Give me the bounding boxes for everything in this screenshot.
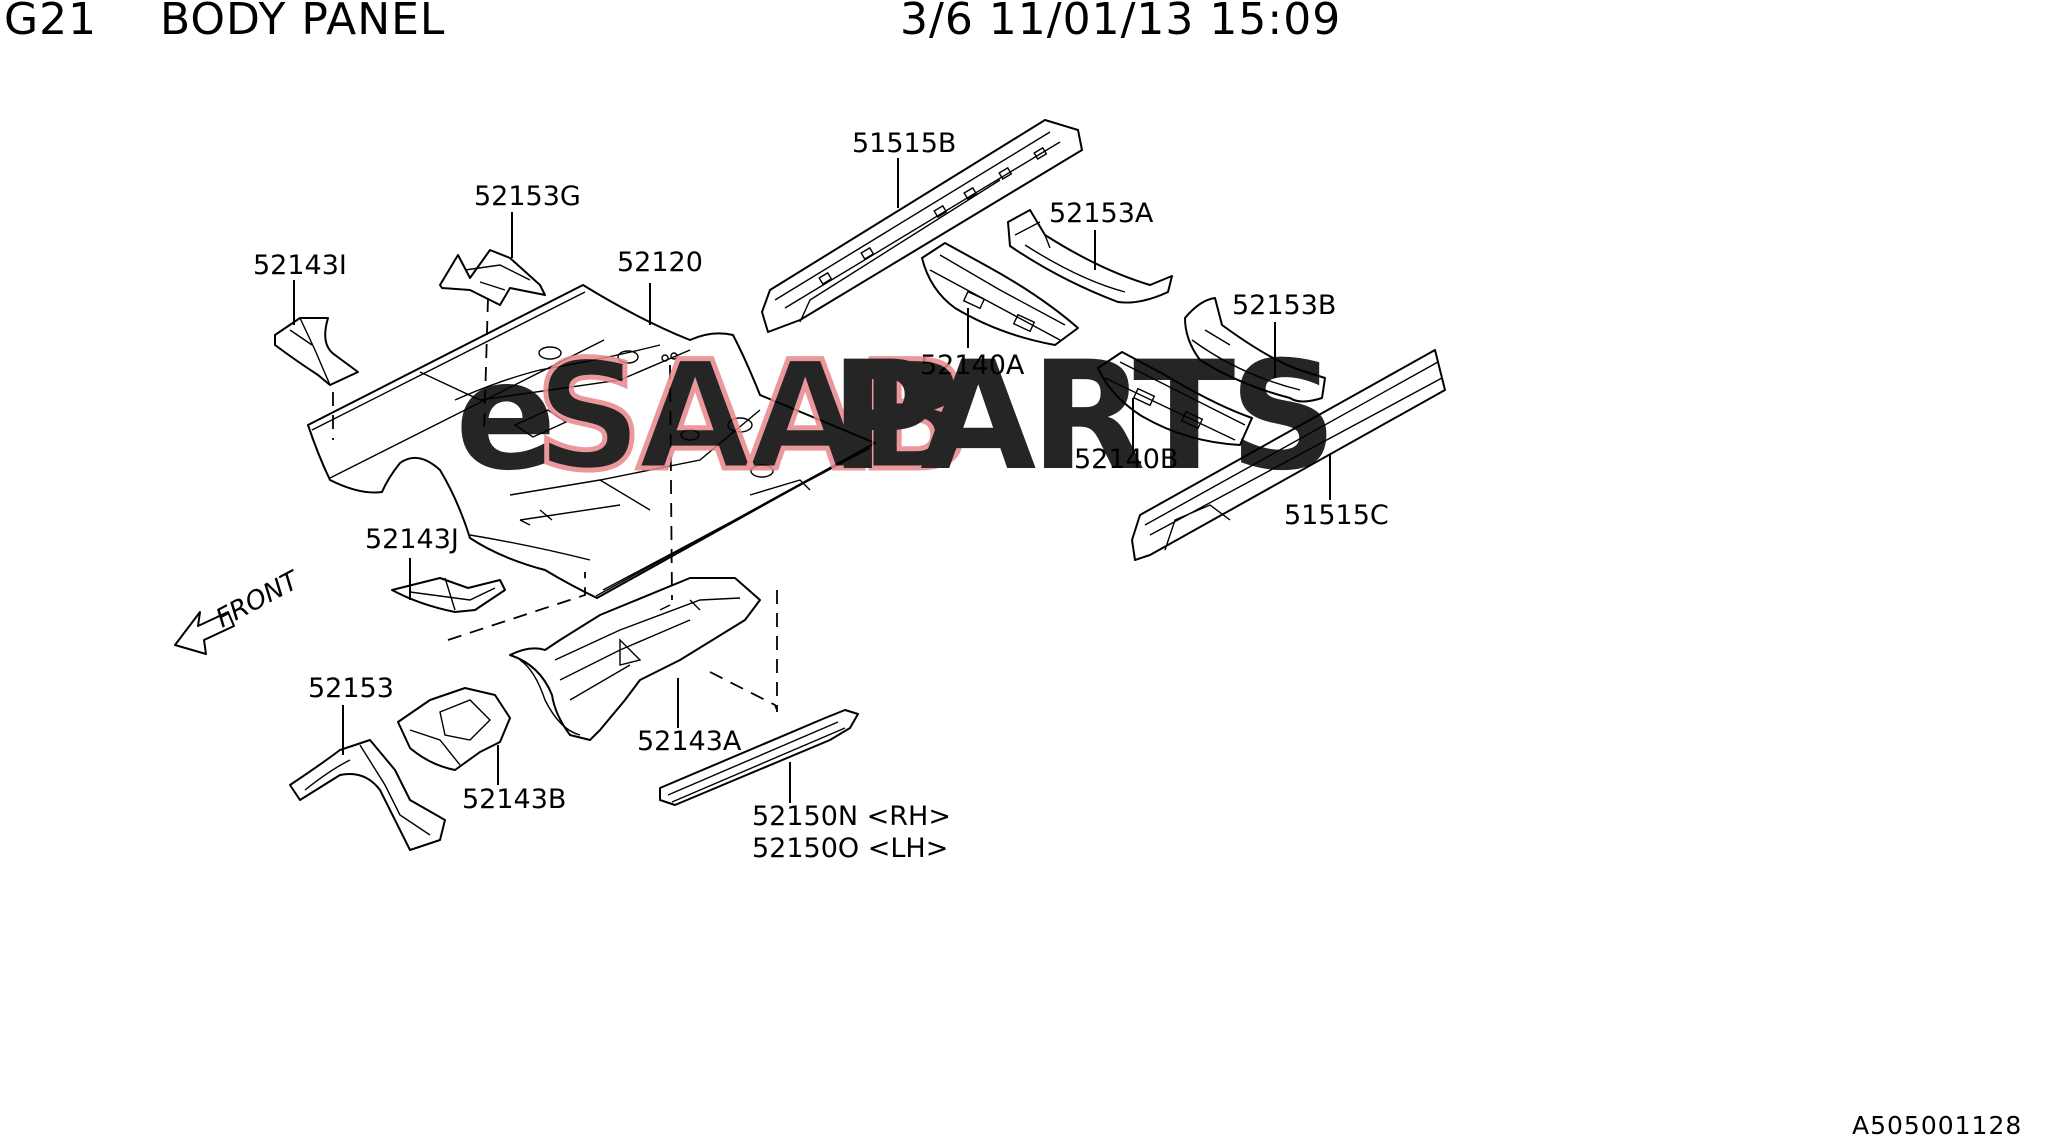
sill-panel-51515C[interactable] bbox=[1131, 349, 1446, 561]
label-52143B: 52143B bbox=[462, 784, 566, 815]
watermark-brand: SAAB bbox=[535, 330, 966, 504]
label-52140B: 52140B bbox=[1074, 444, 1178, 475]
watermark-suffix: PARTS bbox=[830, 330, 1331, 504]
crossmember-52153A[interactable] bbox=[1007, 209, 1173, 304]
floor-panel-52120[interactable] bbox=[307, 284, 876, 599]
label-52153: 52153 bbox=[308, 673, 394, 704]
label-52150O: 52150O <LH> bbox=[752, 833, 948, 864]
sill-panel-51515B[interactable] bbox=[761, 119, 1083, 333]
date-stamp: 3/6 11/01/13 15:09 bbox=[900, 0, 1342, 45]
alignment-lines bbox=[332, 297, 778, 712]
label-52153G: 52153G bbox=[474, 181, 581, 212]
rail-52150[interactable] bbox=[659, 709, 859, 806]
watermark-prefix: e bbox=[455, 330, 551, 504]
label-51515C: 51515C bbox=[1284, 500, 1389, 531]
watermark: e SAAB PARTS bbox=[455, 328, 1337, 507]
leader-lines bbox=[293, 158, 1331, 803]
label-52143A: 52143A bbox=[637, 726, 742, 757]
tunnel-52143A[interactable] bbox=[509, 577, 761, 741]
label-52153B: 52153B bbox=[1232, 290, 1336, 321]
crossmember-52140A[interactable] bbox=[921, 242, 1079, 346]
label-51515B: 51515B bbox=[852, 128, 956, 159]
crossmember-52140B[interactable] bbox=[1097, 351, 1253, 446]
catalog-reference: A505001128 bbox=[1852, 1111, 2022, 1140]
label-52143I: 52143I bbox=[253, 250, 347, 281]
label-52153A: 52153A bbox=[1049, 198, 1154, 229]
label-52143J: 52143J bbox=[365, 524, 459, 555]
label-52140A: 52140A bbox=[920, 350, 1025, 381]
crossbrace-52153[interactable] bbox=[289, 739, 446, 851]
diagram-code: G21 bbox=[4, 0, 98, 45]
bracket-52153G[interactable] bbox=[439, 249, 546, 306]
crossmember-52153B[interactable] bbox=[1184, 297, 1326, 403]
label-52150N: 52150N <RH> bbox=[752, 801, 951, 832]
bracket-52143J[interactable] bbox=[391, 577, 506, 613]
bracket-52143B[interactable] bbox=[397, 687, 511, 771]
diagram-title: BODY PANEL bbox=[160, 0, 446, 45]
label-52120: 52120 bbox=[617, 247, 703, 278]
front-direction-indicator: FRONT bbox=[174, 565, 306, 655]
front-arrow-icon bbox=[174, 611, 235, 655]
front-label: FRONT bbox=[211, 565, 305, 634]
part-labels: 51515B 52153G 52153A 52143I 52120 52140A… bbox=[253, 128, 1389, 864]
bracket-52143I[interactable] bbox=[274, 317, 359, 386]
